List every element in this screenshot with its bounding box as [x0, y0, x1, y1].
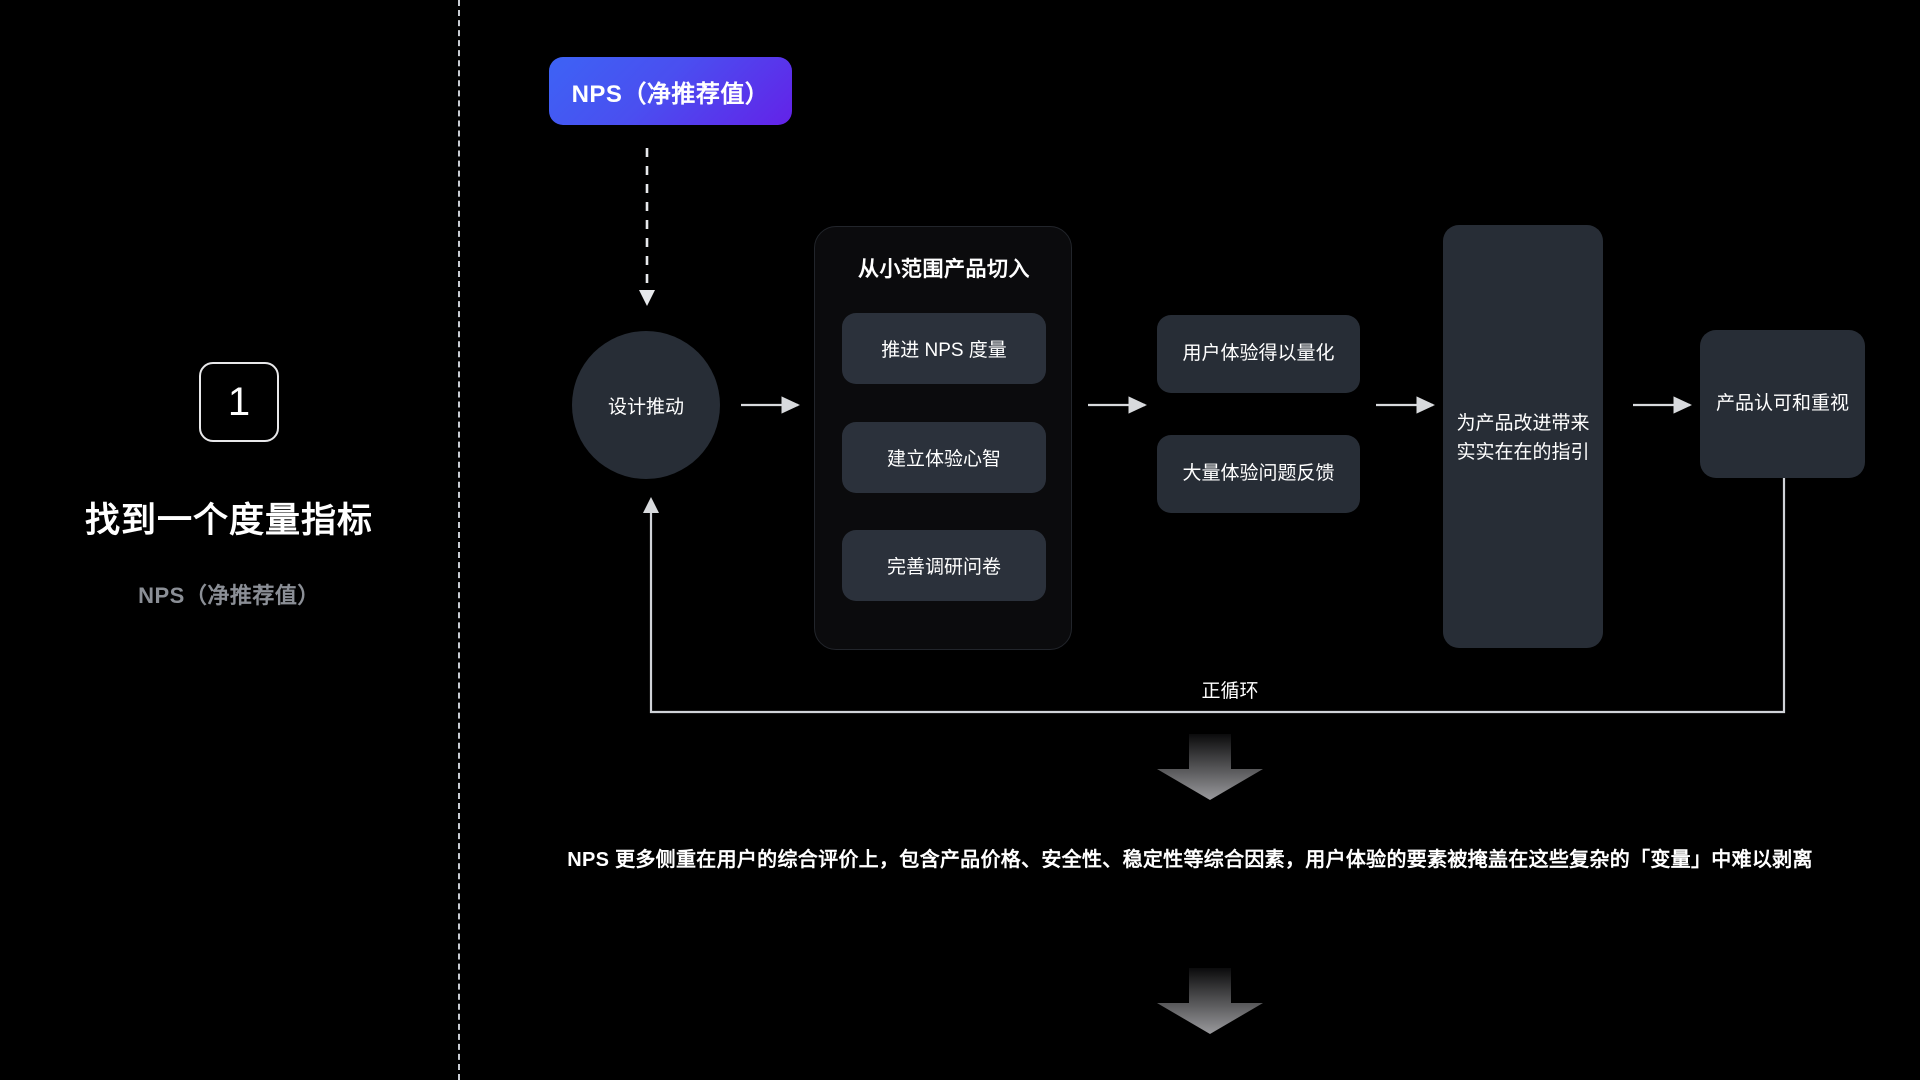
- page-title: 找到一个度量指标: [84, 501, 373, 540]
- source-badge-label: NPS（净推荐值）: [571, 80, 770, 108]
- node-outcome-quantified: 用户体验得以量化: [1157, 315, 1360, 393]
- step-number-label: 1: [227, 380, 251, 424]
- left-panel: 1 找到一个度量指标 NPS（净推荐值）: [0, 0, 458, 1080]
- group-card: 完善调研问卷: [842, 530, 1046, 601]
- node-design-driver-label: 设计推动: [607, 396, 684, 418]
- node-guidance-label: 为产品改进带来实实在在的指引: [1456, 413, 1590, 463]
- bottom-note: NPS 更多侧重在用户的综合评价上，包含产品价格、安全性、稳定性等综合因素，用户…: [567, 849, 1813, 871]
- group-card: 推进 NPS 度量: [842, 313, 1046, 384]
- node-guidance: 为产品改进带来实实在在的指引: [1443, 225, 1603, 648]
- step-number-badge: 1: [199, 362, 279, 442]
- group-small-scope-entry: 从小范围产品切入 推进 NPS 度量 建立体验心智 完善调研问卷: [814, 226, 1072, 650]
- vertical-dashed-divider: [458, 0, 460, 1080]
- node-recognition: 产品认可和重视: [1700, 330, 1865, 478]
- loop-label: 正循环: [1201, 681, 1259, 702]
- big-down-arrow-top: [1157, 734, 1263, 800]
- node-design-driver: 设计推动: [572, 331, 720, 479]
- big-down-arrow-bottom: [1157, 968, 1263, 1034]
- group-title: 从小范围产品切入: [858, 258, 1030, 281]
- group-card-label: 推进 NPS 度量: [881, 340, 1007, 361]
- node-outcome-feedback-label: 大量体验问题反馈: [1182, 463, 1335, 485]
- page-subtitle: NPS（净推荐值）: [138, 583, 320, 608]
- group-card: 建立体验心智: [842, 422, 1046, 493]
- group-card-label: 建立体验心智: [886, 449, 1001, 470]
- node-outcome-quantified-label: 用户体验得以量化: [1182, 343, 1335, 365]
- source-badge-nps: NPS（净推荐值）: [549, 57, 792, 125]
- node-outcome-feedback: 大量体验问题反馈: [1157, 435, 1360, 513]
- node-recognition-label: 产品认可和重视: [1715, 393, 1849, 415]
- group-card-label: 完善调研问卷: [886, 557, 1001, 578]
- connector-badge-to-circle: [639, 148, 655, 306]
